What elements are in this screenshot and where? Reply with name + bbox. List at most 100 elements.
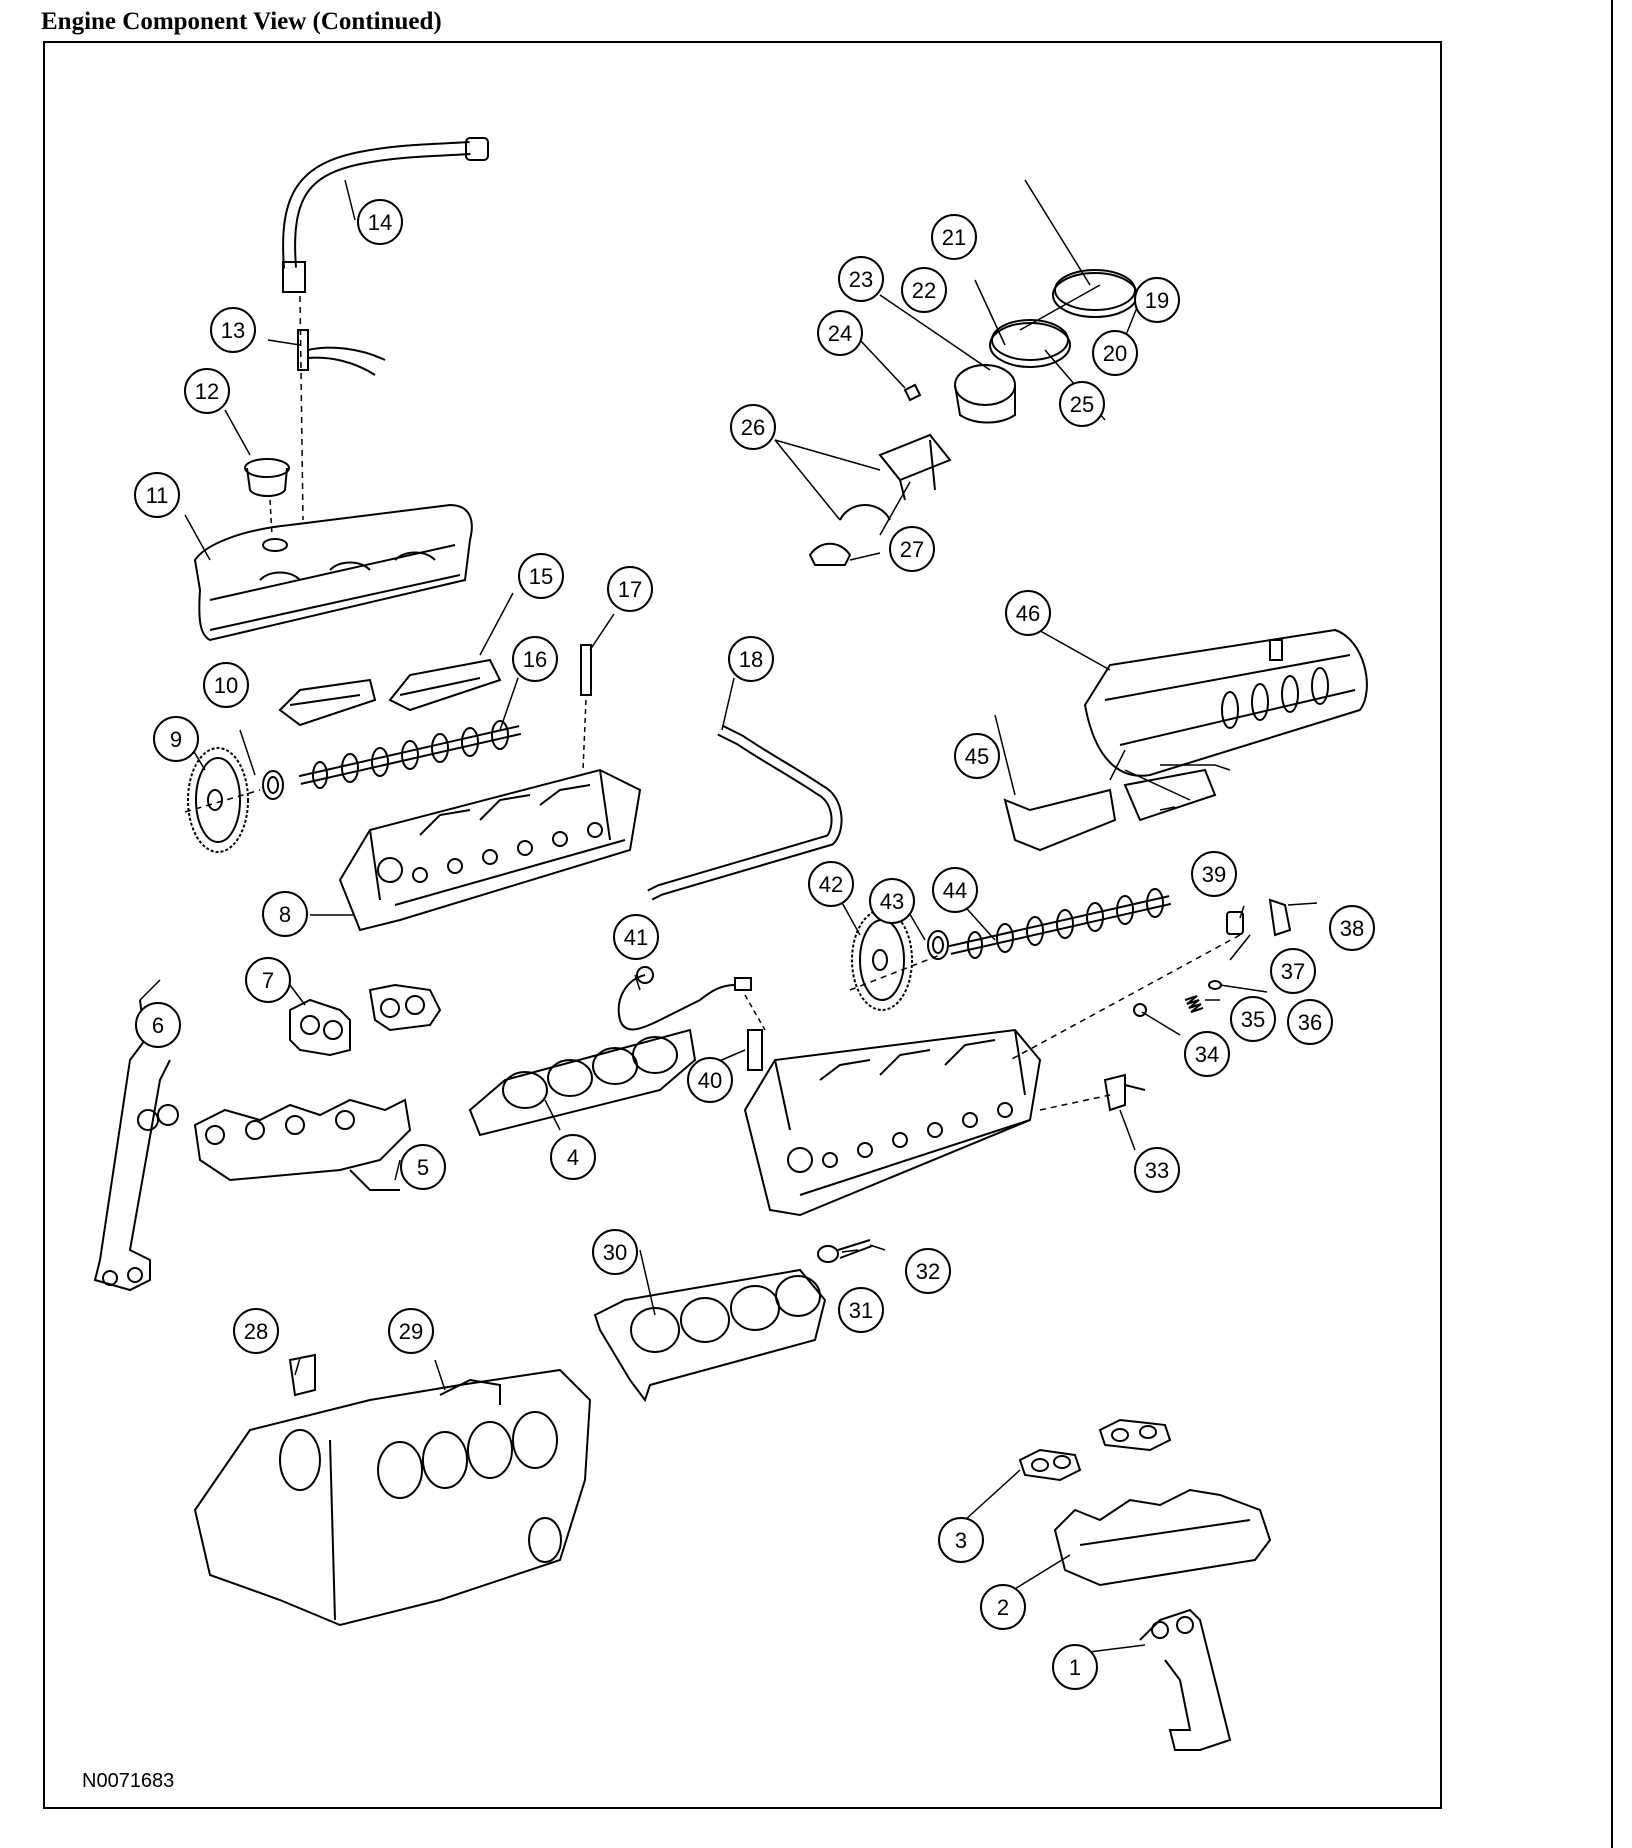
head-gasket-right-part [593,1268,827,1403]
callout-28: 28 [233,1308,279,1354]
oil-filler-tube-part [282,137,489,521]
callout-number: 2 [997,1595,1009,1620]
leader-lines [139,179,1318,1656]
callout-number: 13 [221,318,245,343]
callout-number: 1 [1069,1655,1081,1680]
left-valve-cover-part [193,503,473,642]
callout-9: 9 [153,716,199,762]
callout-number: 16 [523,647,547,672]
callout-number: 18 [739,647,763,672]
callout-number: 30 [603,1240,627,1265]
callout-number: 14 [368,210,392,235]
callout-14: 14 [357,199,403,245]
callout-number: 21 [942,225,966,250]
callout-number: 22 [912,278,936,303]
valve-spring-part [1133,980,1222,1017]
callout-number: 4 [567,1145,579,1170]
callout-number: 5 [417,1155,429,1180]
callout-24: 24 [817,310,863,356]
callout-number: 32 [916,1259,940,1284]
callout-number: 37 [1281,959,1305,984]
callout-45: 45 [954,733,1000,779]
callout-43: 43 [869,878,915,924]
callout-6: 6 [135,1002,181,1048]
callout-11: 11 [134,472,180,518]
callout-37: 37 [1270,948,1316,994]
right-valve-cover-part [1083,628,1368,777]
exhaust-gasket-right-part [1018,1418,1172,1482]
diagram-frame [43,41,1442,1809]
component-33-part [1103,1073,1146,1112]
callout-number: 29 [399,1319,423,1344]
callout-number: 25 [1070,392,1094,417]
callout-number: 24 [828,321,852,346]
callout-number: 36 [1298,1010,1322,1035]
callout-34: 34 [1184,1031,1230,1077]
callout-17: 17 [607,566,653,612]
callout-36: 36 [1287,999,1333,1045]
callout-2: 2 [980,1584,1026,1630]
callout-number: 15 [529,564,553,589]
callout-26: 26 [730,404,776,450]
engine-block-part [193,1353,592,1627]
callout-number: 38 [1340,916,1364,941]
callout-8: 8 [262,891,308,937]
callout-number: 44 [943,878,967,903]
callout-number: 20 [1103,341,1127,366]
callout-number: 31 [849,1298,873,1323]
callout-number: 28 [244,1319,268,1344]
callout-3: 3 [938,1517,984,1563]
callout-21: 21 [931,214,977,260]
callout-number: 35 [1241,1007,1265,1032]
callout-number: 34 [1195,1042,1219,1067]
callout-number: 42 [819,872,843,897]
callout-20: 20 [1092,330,1138,376]
callout-23: 23 [838,256,884,302]
callout-15: 15 [518,553,564,599]
page-title: Engine Component View (Continued) [41,8,442,35]
callout-number: 6 [152,1013,164,1038]
right-camshaft-part [948,888,1172,959]
component-31-32-part [817,1239,873,1263]
callout-number: 19 [1145,288,1169,313]
callout-number: 9 [170,727,182,752]
camshaft-seal-left-part [262,770,284,800]
callout-number: 27 [900,537,924,562]
callout-number: 11 [146,483,169,508]
callout-7: 7 [245,957,291,1003]
callout-number: 17 [618,577,642,602]
callout-10: 10 [203,662,249,708]
callout-18: 18 [728,636,774,682]
exhaust-manifold-left-part [193,1098,412,1191]
callout-layer: 1234567891011121314151617181920212223242… [134,199,1375,1690]
callout-number: 33 [1145,1158,1169,1183]
callout-number: 46 [1016,601,1040,626]
exhaust-manifold-right-part [1053,1488,1272,1587]
bracket-right-part [1139,1608,1232,1751]
spark-plug-part [580,644,592,771]
bracket-left-part [93,999,179,1292]
camshaft-sprocket-left-part [184,747,261,853]
callout-16: 16 [512,636,558,682]
camshaft-bearing-cap-part [278,658,502,727]
callout-42: 42 [808,861,854,907]
callout-29: 29 [388,1308,434,1354]
callout-4: 4 [550,1134,596,1180]
callout-number: 12 [195,379,219,404]
callout-27: 27 [889,526,935,572]
callout-33: 33 [1134,1147,1180,1193]
callout-30: 30 [592,1229,638,1275]
callout-39: 39 [1191,851,1237,897]
camshaft-seal-right-part [927,930,949,960]
camshaft-sprocket-right-part [849,909,941,1011]
callout-5: 5 [400,1144,446,1190]
callout-number: 43 [880,889,904,914]
callout-number: 10 [214,673,238,698]
callout-13: 13 [210,307,256,353]
sensor-13-part [297,329,386,376]
callout-number: 26 [741,415,765,440]
callout-31: 31 [838,1287,884,1333]
left-cylinder-head-part [338,768,642,932]
callout-number: 7 [262,968,274,993]
